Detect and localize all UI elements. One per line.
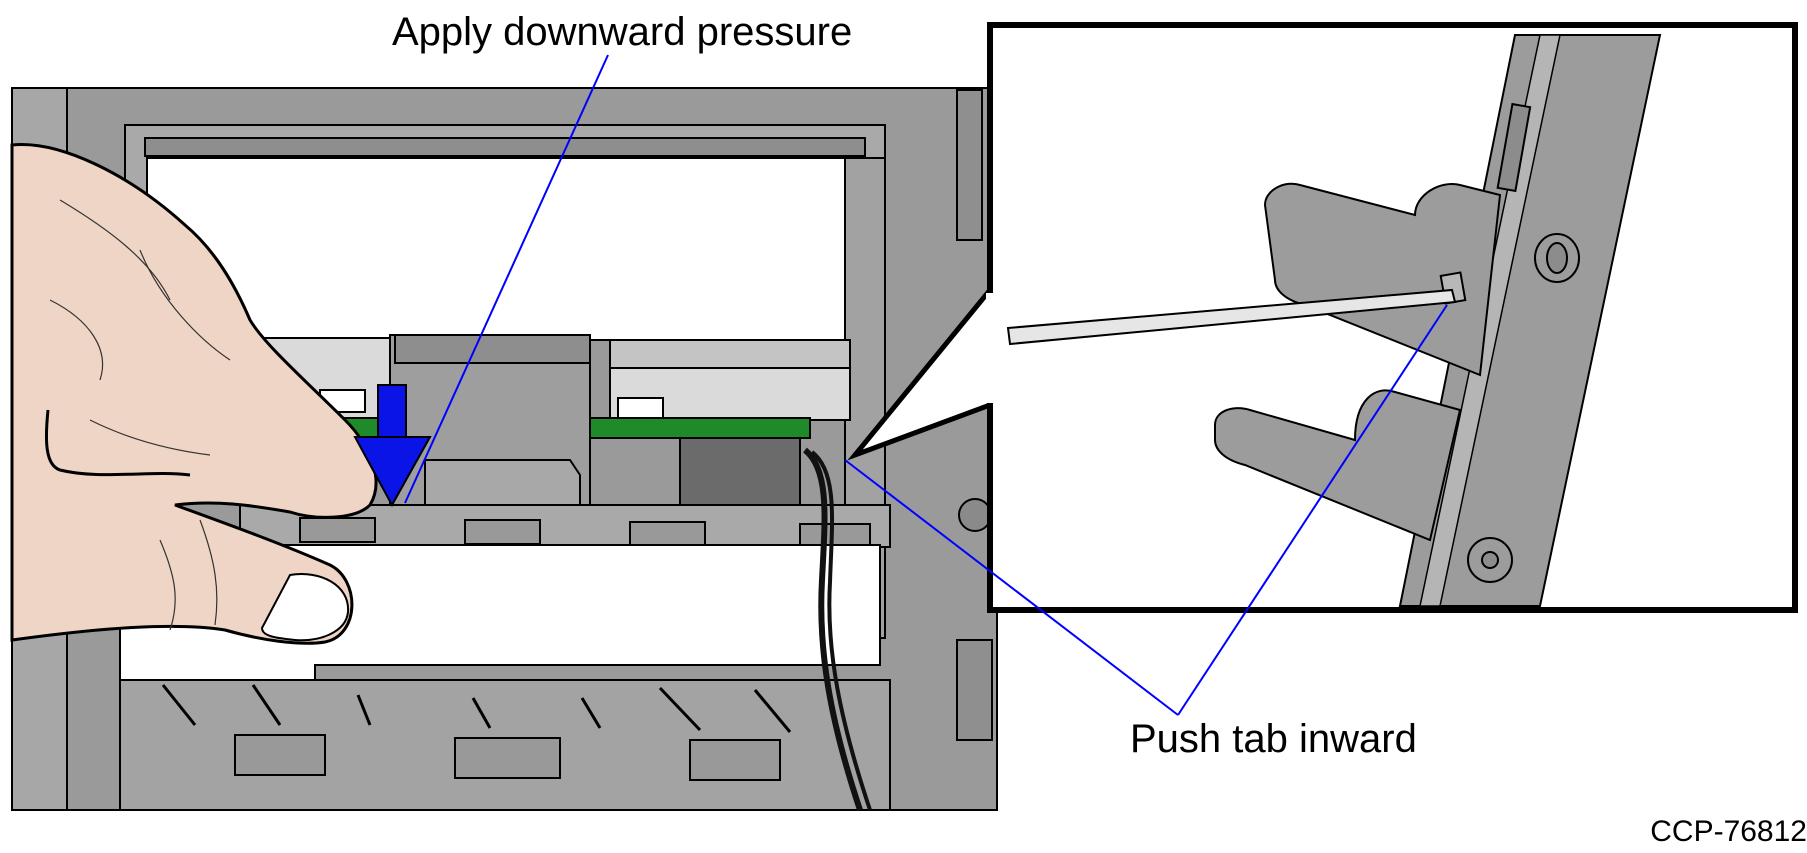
top-opening (146, 157, 864, 341)
leader-push-main (844, 459, 1179, 716)
right-slot-1 (956, 89, 983, 241)
lower-tab (1214, 389, 1462, 542)
bottom-clip-2 (454, 737, 561, 779)
label-push-tab: Push tab inward (1130, 717, 1417, 761)
detail-view (847, 22, 1798, 613)
bottom-clip-1 (234, 734, 326, 776)
main-view (10, 87, 998, 811)
rail-hole-top-inner (1546, 242, 1568, 274)
tab-3 (629, 521, 706, 547)
upper-tab (1263, 182, 1502, 377)
tab-1 (299, 517, 376, 543)
connector-right (617, 397, 664, 421)
tab-2 (464, 519, 541, 545)
grille-slots (161, 684, 792, 733)
tray-right-top (609, 339, 851, 369)
right-slot-2 (956, 639, 993, 741)
hand-icon (10, 143, 378, 645)
hand-creases (49, 199, 231, 631)
figure-code: CCP-76812 (1650, 815, 1807, 848)
rail-edge (1419, 34, 1561, 607)
rail-notch (1496, 102, 1532, 193)
knuckle-finger (44, 409, 191, 477)
dark-module (679, 437, 801, 509)
bottom-clip-3 (689, 739, 781, 781)
top-frame-lip (144, 137, 866, 157)
mid-block-top (394, 334, 591, 364)
leader-lines (404, 54, 1448, 716)
right-knob (958, 498, 992, 532)
label-apply-pressure: Apply downward pressure (392, 10, 853, 54)
thumbnail (260, 573, 350, 642)
rail-hole-bottom-inner (1481, 551, 1499, 569)
wedge-cover (986, 293, 994, 403)
probe-tool (1006, 288, 1457, 346)
cable-2 (810, 450, 872, 811)
down-arrow-icon (353, 384, 432, 508)
cable (802, 447, 863, 811)
leader-push-detail (1177, 304, 1448, 716)
leader-apply (404, 54, 609, 504)
